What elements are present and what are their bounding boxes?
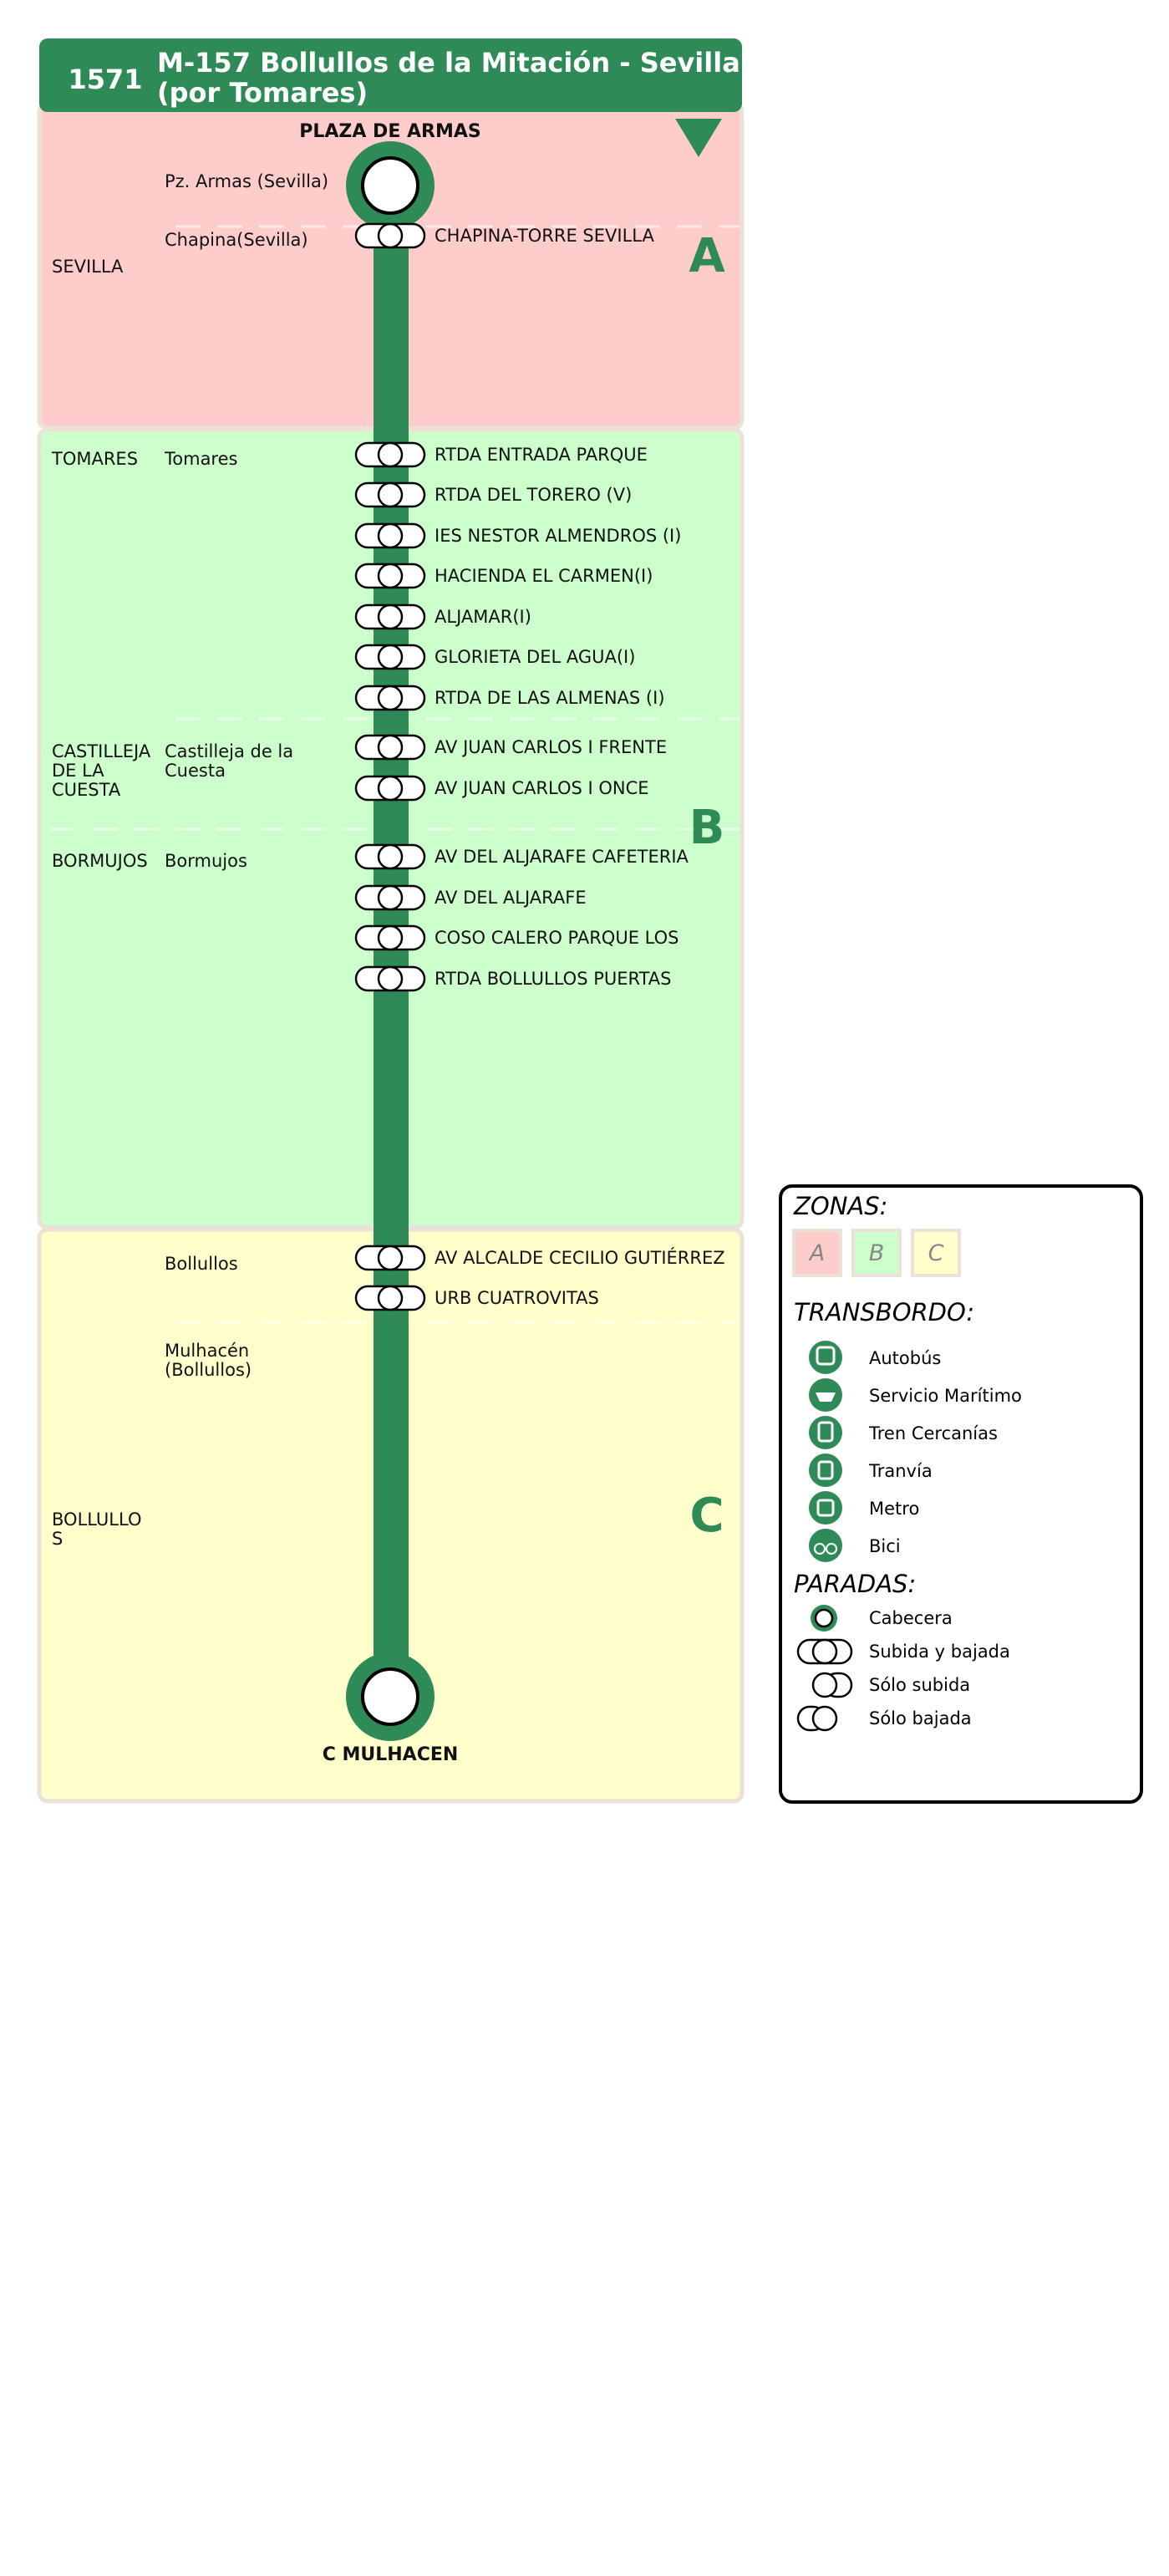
legend-zone-b-letter: B [869,1240,885,1266]
stop-item: HACIENDA EL CARMEN(I) [354,563,653,589]
locality-label: Mulhacén (Bollullos) [165,1341,255,1380]
zone-letter-c: C [689,1489,724,1543]
legend-zone-b-swatch [851,1229,902,1277]
stop-item: URB CUATROVITAS [354,1285,599,1311]
legend-paradas-item: Sólo subida [811,1672,970,1698]
stop-name: CHAPINA-TORRE SEVILLA [435,226,654,246]
locality-label: Bormujos [165,851,247,871]
legend-transbordo-label: Autobús [869,1348,941,1368]
legend-box [779,1184,1143,1804]
stop-name: AV DEL ALJARAFE [435,888,587,908]
destination-terminal-label: C MULHACEN [323,1744,459,1765]
legend: ZONAS: A B C TRANSBORDO: Autobús Servici… [779,1184,1143,1804]
stop-name: RTDA DEL TORERO (V) [435,485,632,505]
legend-transbordo-label: Metro [869,1499,919,1519]
stop-item: AV JUAN CARLOS I FRENTE [354,734,667,761]
stop-name: ALJAMAR(I) [435,607,531,627]
train-icon [809,1416,842,1449]
legend-zone-a-letter: A [808,1240,825,1266]
legend-zone-c-swatch [911,1229,961,1277]
destination-terminal-stop [346,1652,435,1741]
origin-terminal-label: PLAZA DE ARMAS [299,121,481,142]
header-overflow-mask [744,33,777,117]
legend-transbordo-label: Tren Cercanías [868,1423,998,1443]
stop-item: AV DEL ALJARAFE CAFETERIA [354,843,689,870]
stop-item: AV JUAN CARLOS I ONCE [354,775,649,802]
stop-item: COSO CALERO PARQUE LOS [354,924,679,951]
municipality-label: TOMARES [51,449,138,469]
legend-paradas-label: Subida y bajada [869,1642,1010,1662]
header-bar [39,38,742,112]
metro-icon [809,1491,842,1525]
municipality-label: BORMUJOS [52,851,148,871]
stop-item: ALJAMAR(I) [354,603,531,630]
stop-item: RTDA DEL TORERO (V) [354,481,632,508]
locality-label: Tomares [164,449,237,469]
origin-terminal-stop [346,141,435,230]
municipality-label: SEVILLA [52,257,124,277]
legend-paradas-label: Cabecera [869,1608,953,1628]
bike-icon [809,1529,842,1562]
legend-transbordo-label: Tranvía [868,1461,933,1481]
stop-item: RTDA DE LAS ALMENAS (I) [354,685,665,711]
tram-icon [809,1453,842,1487]
legend-zonas-title: ZONAS: [793,1192,887,1220]
route-title-line2: (por Tomares) [157,77,368,109]
legend-transbordo-title: TRANSBORDO: [794,1298,974,1326]
stop-name: GLORIETA DEL AGUA(I) [435,647,635,667]
legend-paradas-item: Sólo bajada [796,1705,972,1732]
legend-transbordo-item: Autobús [809,1341,941,1374]
legend-zone-c-letter: C [928,1240,944,1266]
line-code: 1571 [68,64,142,95]
stop-name: RTDA ENTRADA PARQUE [435,445,648,465]
locality-label: Chapina(Sevilla) [165,230,308,250]
direction-arrow-icon [675,119,722,157]
legend-transbordo-label: Servicio Marítimo [869,1386,1022,1406]
locality-label: Pz. Armas (Sevilla) [165,171,328,191]
zone-letter-a: A [689,229,725,283]
municipality-label: BOLLULLO S [52,1509,147,1549]
stop-item: CHAPINA-TORRE SEVILLA [354,222,654,249]
legend-transbordo-item: Bici [809,1529,901,1562]
stop-name: IES NESTOR ALMENDROS (I) [435,526,681,546]
stop-item: AV DEL ALJARAFE [354,884,587,911]
stop-name: RTDA BOLLULLOS PUERTAS [435,969,671,989]
stop-name: COSO CALERO PARQUE LOS [435,928,679,948]
stop-name: RTDA DE LAS ALMENAS (I) [435,688,665,708]
legend-paradas-item: Cabecera [811,1605,953,1632]
stop-name: URB CUATROVITAS [435,1288,599,1308]
stop-name: AV JUAN CARLOS I ONCE [435,778,649,798]
legend-transbordo-item: Tranvía [809,1453,933,1487]
legend-transbordo-label: Bici [869,1536,901,1556]
stop-list: CHAPINA-TORRE SEVILLA RTDA ENTRADA PARQU… [354,222,725,1311]
legend-paradas-title: PARADAS: [794,1570,916,1598]
legend-transbordo-item: Metro [809,1491,919,1525]
route-title-line1: M-157 Bollullos de la Mitación - Sevilla [157,47,740,79]
stop-item: RTDA BOLLULLOS PUERTAS [354,965,671,992]
legend-transbordo-item: Servicio Marítimo [809,1378,1022,1412]
stop-item: GLORIETA DEL AGUA(I) [354,644,635,670]
stop-name: HACIENDA EL CARMEN(I) [435,566,653,586]
legend-zone-a-swatch [792,1229,842,1277]
legend-transbordo-item: Tren Cercanías [809,1416,998,1449]
locality-label: Bollullos [165,1254,238,1274]
bus-icon [809,1341,842,1374]
stop-name: AV JUAN CARLOS I FRENTE [435,737,667,757]
legend-paradas-label: Sólo bajada [869,1708,972,1728]
stop-item: AV ALCALDE CECILIO GUTIÉRREZ [354,1245,725,1271]
municipality-label: CASTILLEJA DE LA CUESTA [52,741,156,800]
zone-letter-b: B [689,801,725,855]
stop-item: RTDA ENTRADA PARQUE [354,441,648,468]
legend-paradas-label: Sólo subida [869,1675,970,1695]
stop-name: AV ALCALDE CECILIO GUTIÉRREZ [435,1247,725,1268]
stop-name: AV DEL ALJARAFE CAFETERIA [435,847,689,867]
locality-label: Castilleja de la Cuesta [165,741,299,781]
stop-item: IES NESTOR ALMENDROS (I) [354,522,681,549]
legend-paradas-item: Subida y bajada [796,1638,1010,1665]
